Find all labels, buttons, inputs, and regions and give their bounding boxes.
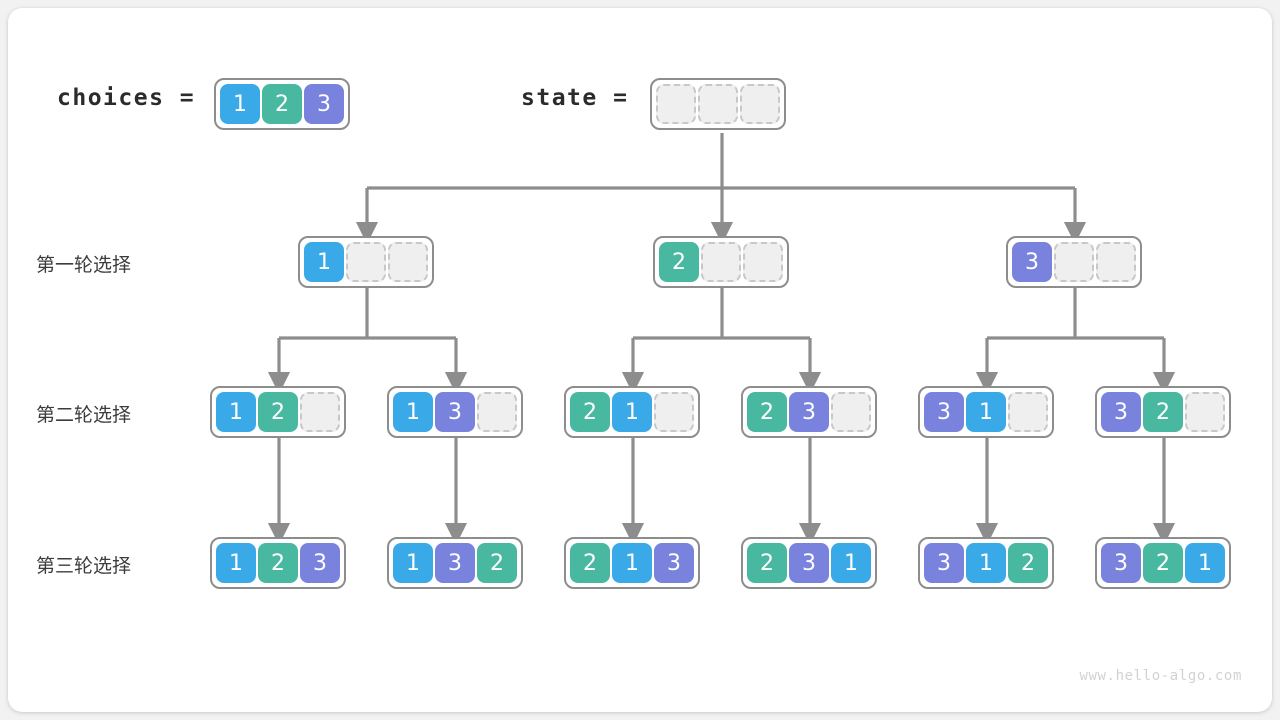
round-3-node-1-cell-3: 3 bbox=[300, 543, 340, 583]
state-label: state = bbox=[521, 85, 629, 111]
state-array bbox=[650, 78, 786, 130]
round-1-node-3-cell-empty bbox=[1054, 242, 1094, 282]
round-2-node-5-cell-empty bbox=[1008, 392, 1048, 432]
round-3-node-4-cell-3: 3 bbox=[789, 543, 829, 583]
row-label-round-2: 第二轮选择 bbox=[36, 404, 132, 426]
watermark: www.hello-algo.com bbox=[1079, 668, 1242, 684]
round-3-node-6-cell-3: 3 bbox=[1101, 543, 1141, 583]
round-1-node-1-cell-empty bbox=[388, 242, 428, 282]
diagram-card bbox=[8, 8, 1272, 712]
round-1-node-2: 2 bbox=[653, 236, 789, 288]
round-3-node-2-cell-3: 3 bbox=[435, 543, 475, 583]
round-2-node-6-cell-2: 2 bbox=[1143, 392, 1183, 432]
choices-cell-2: 2 bbox=[262, 84, 302, 124]
round-1-node-2-cell-2: 2 bbox=[659, 242, 699, 282]
round-1-node-2-cell-empty bbox=[743, 242, 783, 282]
round-3-node-1-cell-1: 1 bbox=[216, 543, 256, 583]
round-2-node-3-cell-1: 1 bbox=[612, 392, 652, 432]
round-3-node-5-cell-2: 2 bbox=[1008, 543, 1048, 583]
round-3-node-3-cell-2: 2 bbox=[570, 543, 610, 583]
round-2-node-1-cell-empty bbox=[300, 392, 340, 432]
round-3-node-3-cell-3: 3 bbox=[654, 543, 694, 583]
round-3-node-4-cell-2: 2 bbox=[747, 543, 787, 583]
row-label-round-1: 第一轮选择 bbox=[36, 254, 132, 276]
round-2-node-5-cell-3: 3 bbox=[924, 392, 964, 432]
choices-cell-1: 1 bbox=[220, 84, 260, 124]
round-1-node-1: 1 bbox=[298, 236, 434, 288]
round-3-node-2-cell-1: 1 bbox=[393, 543, 433, 583]
round-1-node-2-cell-empty bbox=[701, 242, 741, 282]
round-2-node-2-cell-1: 1 bbox=[393, 392, 433, 432]
state-cell-empty bbox=[698, 84, 738, 124]
choices-cell-3: 3 bbox=[304, 84, 344, 124]
state-cell-empty bbox=[740, 84, 780, 124]
round-3-node-6-cell-2: 2 bbox=[1143, 543, 1183, 583]
round-2-node-6-cell-empty bbox=[1185, 392, 1225, 432]
round-2-node-6-cell-3: 3 bbox=[1101, 392, 1141, 432]
round-3-node-3-cell-1: 1 bbox=[612, 543, 652, 583]
choices-label: choices = bbox=[57, 85, 196, 111]
round-3-node-4-cell-1: 1 bbox=[831, 543, 871, 583]
round-1-node-3-cell-empty bbox=[1096, 242, 1136, 282]
round-2-node-4-cell-3: 3 bbox=[789, 392, 829, 432]
round-2-node-2-cell-3: 3 bbox=[435, 392, 475, 432]
round-3-node-5-cell-3: 3 bbox=[924, 543, 964, 583]
round-3-node-6-cell-1: 1 bbox=[1185, 543, 1225, 583]
round-2-node-1-cell-1: 1 bbox=[216, 392, 256, 432]
state-cell-empty bbox=[656, 84, 696, 124]
round-2-node-3-cell-2: 2 bbox=[570, 392, 610, 432]
round-2-node-2-cell-empty bbox=[477, 392, 517, 432]
round-1-node-3-cell-3: 3 bbox=[1012, 242, 1052, 282]
round-1-node-1-cell-1: 1 bbox=[304, 242, 344, 282]
round-1-node-3: 3 bbox=[1006, 236, 1142, 288]
round-2-node-4-cell-empty bbox=[831, 392, 871, 432]
round-3-node-5-cell-1: 1 bbox=[966, 543, 1006, 583]
round-3-node-1-cell-2: 2 bbox=[258, 543, 298, 583]
row-label-round-3: 第三轮选择 bbox=[36, 555, 132, 577]
round-3-node-2-cell-2: 2 bbox=[477, 543, 517, 583]
round-2-node-5-cell-1: 1 bbox=[966, 392, 1006, 432]
round-2-node-1-cell-2: 2 bbox=[258, 392, 298, 432]
round-1-node-1-cell-empty bbox=[346, 242, 386, 282]
round-2-node-4-cell-2: 2 bbox=[747, 392, 787, 432]
round-2-node-3-cell-empty bbox=[654, 392, 694, 432]
